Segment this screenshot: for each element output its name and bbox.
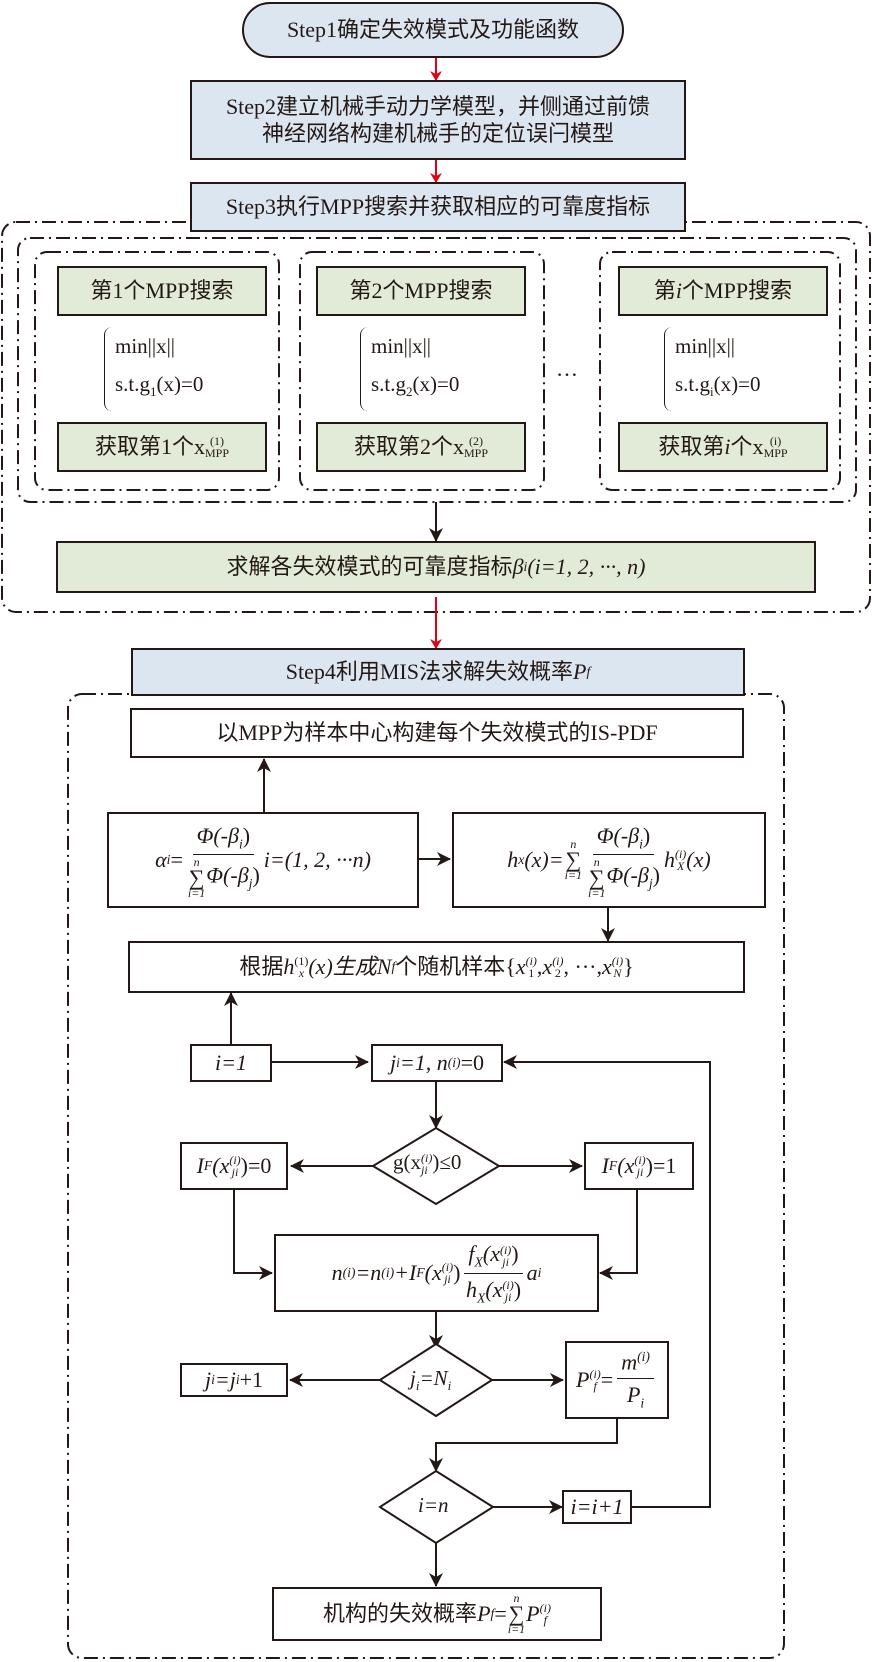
mpp-search-1-problem: min||x|| s.t.g1(x)=0: [104, 327, 204, 412]
step2-label-line2: 神经网络构建机械手的定位误闩模型: [261, 121, 614, 146]
objective: min||x||: [371, 334, 431, 358]
mpp-search-2-problem: min||x|| s.t.g2(x)=0: [360, 327, 460, 412]
step3-box: Step3执行MPP搜索并获取相应的可靠度指标: [190, 182, 686, 232]
constraint: s.t.g2(x)=0: [371, 372, 460, 400]
step3-label: Step3执行MPP搜索并获取相应的可靠度指标: [225, 194, 651, 220]
mpp-search-i-region: [599, 251, 841, 491]
constraint: s.t.g1(x)=0: [115, 372, 204, 400]
constraint: s.t.gi(x)=0: [675, 372, 761, 400]
step1-label: Step1确定失效模式及功能函数: [286, 17, 580, 43]
arrow-increment-i-loop-back: [503, 1055, 711, 1508]
arrow-indicator-1-to-update: [599, 1190, 638, 1280]
arrow-pf-to-decision-i: [429, 1418, 618, 1472]
mpp-search-2-region: [299, 251, 545, 491]
is-pdf-box: 以MPP为样本中心构建每个失效模式的IS-PDF: [130, 708, 744, 758]
decision-g-diamond: [371, 1126, 501, 1206]
objective: min||x||: [675, 334, 735, 358]
objective: min||x||: [115, 334, 175, 358]
decision-j-diamond: [378, 1342, 494, 1418]
decision-i-diamond: [378, 1469, 495, 1545]
mpp-search-i-problem: min||x|| s.t.gi(x)=0: [664, 327, 761, 412]
mpp-search-1-region: [34, 251, 280, 491]
decision-i-label: i=n: [418, 1493, 449, 1517]
increment-i-box: i=i+1: [562, 1490, 632, 1524]
arrow-indicator-0-to-update: [233, 1190, 273, 1280]
step2-box: Step2建立机械手动力学模型，并侧通过前馈 神经网络构建机械手的定位误闩模型: [190, 80, 686, 160]
decision-g-label: g(x(i)ji)≤0: [393, 1150, 462, 1178]
step1-box: Step1确定失效模式及功能函数: [242, 2, 624, 58]
ellipsis: …: [556, 356, 578, 381]
failure-probability-i-box: P(i)f= m(i) Pi: [565, 1341, 669, 1419]
decision-j-label: ji=Ni: [410, 1366, 452, 1394]
step2-label-line1: Step2建立机械手动力学模型，并侧通过前馈: [225, 93, 651, 119]
init-i-box: i=1: [190, 1044, 272, 1082]
